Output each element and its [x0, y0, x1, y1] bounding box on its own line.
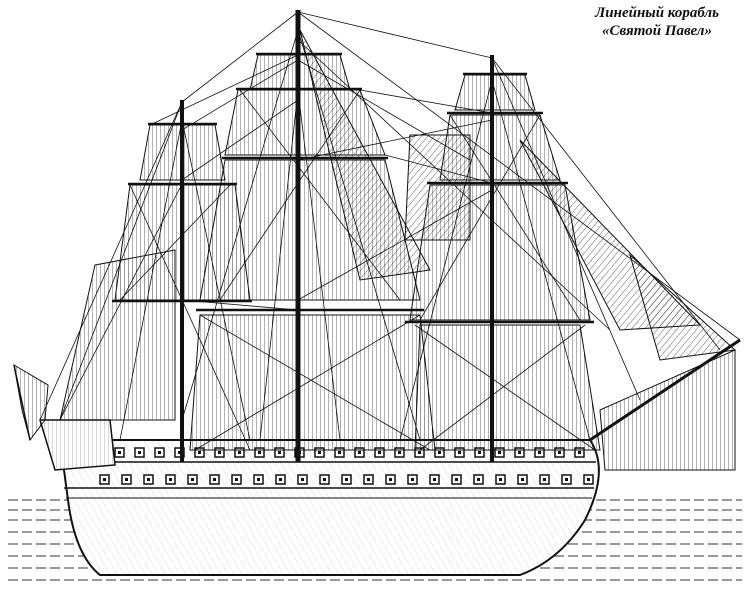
- gun-port-opening: [521, 478, 524, 481]
- caption-line-2: «Святой Павел»: [602, 23, 712, 39]
- gun-port-opening: [218, 451, 221, 454]
- rigging-line: [39, 101, 183, 421]
- gun-port-opening: [458, 451, 461, 454]
- rigging-line: [297, 119, 493, 161]
- rigging-line: [449, 114, 581, 321]
- gun-port-opening: [238, 451, 241, 454]
- rigging-line: [297, 89, 341, 441]
- rigging-line: [491, 57, 641, 401]
- rigging-line: [149, 54, 299, 126]
- rigging-line: [359, 89, 493, 114]
- ship-hull: [58, 439, 600, 576]
- gun-port-opening: [198, 451, 201, 454]
- rigging-line: [181, 99, 299, 181]
- rigging-line: [119, 184, 231, 301]
- gun-port-opening: [158, 451, 161, 454]
- rigging-line: [199, 314, 431, 451]
- gun-port-opening: [103, 478, 106, 481]
- gun-port-opening: [258, 451, 261, 454]
- gun-port-opening: [278, 451, 281, 454]
- gun-port-opening: [213, 478, 216, 481]
- rigging-line: [181, 11, 299, 103]
- gun-port-opening: [478, 451, 481, 454]
- rigging-line: [419, 324, 586, 451]
- gun-port-opening: [318, 451, 321, 454]
- gun-port-opening: [518, 451, 521, 454]
- gun-port-opening: [125, 478, 128, 481]
- rigging-lines: [39, 11, 741, 451]
- gun-port-opening: [338, 451, 341, 454]
- gun-ports: [94, 447, 594, 485]
- gun-port-opening: [418, 451, 421, 454]
- rigging-line: [419, 114, 541, 321]
- gun-port-opening: [257, 478, 260, 481]
- rigging-line: [491, 57, 721, 351]
- gun-port-opening: [367, 478, 370, 481]
- rigging-line: [194, 314, 421, 451]
- gun-port-opening: [411, 478, 414, 481]
- gun-port-opening: [378, 451, 381, 454]
- rigging-line: [59, 183, 183, 421]
- gun-port-opening: [178, 451, 181, 454]
- gun-port-opening: [169, 478, 172, 481]
- stern-flag: [13, 364, 49, 442]
- gun-port-opening: [398, 451, 401, 454]
- rigging-line: [414, 324, 596, 451]
- gun-port-opening: [118, 451, 121, 454]
- rigging-line: [297, 189, 493, 301]
- rigging-line: [297, 29, 421, 441]
- gun-port-opening: [438, 451, 441, 454]
- rigging-line: [384, 154, 493, 184]
- gun-port-opening: [235, 478, 238, 481]
- gun-port-opening: [345, 478, 348, 481]
- drawing-caption: Линейный корабль «Святой Павел»: [572, 4, 742, 40]
- rigging-line: [129, 184, 251, 451]
- rigging-line: [239, 89, 401, 301]
- gun-port-opening: [323, 478, 326, 481]
- gun-port-opening: [498, 451, 501, 454]
- rigging-line: [119, 119, 183, 441]
- gun-port-opening: [499, 478, 502, 481]
- rigging-line: [259, 89, 299, 441]
- rigging-line: [297, 11, 493, 59]
- gun-port-opening: [558, 451, 561, 454]
- rigging-line: [297, 39, 611, 331]
- gun-port-opening: [358, 451, 361, 454]
- caption-line-1: Линейный корабль: [595, 5, 719, 21]
- gun-port-opening: [301, 478, 304, 481]
- gun-port-opening: [587, 478, 590, 481]
- rigging-line: [59, 101, 183, 421]
- gun-port-opening: [578, 451, 581, 454]
- rigging-line: [399, 79, 493, 441]
- gun-port-opening: [389, 478, 392, 481]
- gun-port-opening: [433, 478, 436, 481]
- rigging-line: [181, 119, 251, 441]
- gun-port-opening: [543, 478, 546, 481]
- rigging-line: [491, 79, 591, 441]
- rigging-line: [297, 11, 741, 341]
- gun-port-opening: [565, 478, 568, 481]
- gun-port-opening: [455, 478, 458, 481]
- gun-port-opening: [138, 451, 141, 454]
- gun-port-opening: [477, 478, 480, 481]
- stern-castle: [38, 419, 116, 471]
- sails: [59, 29, 601, 451]
- rigging-line: [297, 59, 471, 161]
- rigging-line: [181, 299, 299, 311]
- rigging-line: [181, 29, 299, 421]
- rigging-line: [181, 59, 299, 131]
- gun-port-opening: [147, 478, 150, 481]
- gun-port-opening: [538, 451, 541, 454]
- gun-port-opening: [279, 478, 282, 481]
- rigging-line: [219, 89, 361, 301]
- gun-port-opening: [191, 478, 194, 481]
